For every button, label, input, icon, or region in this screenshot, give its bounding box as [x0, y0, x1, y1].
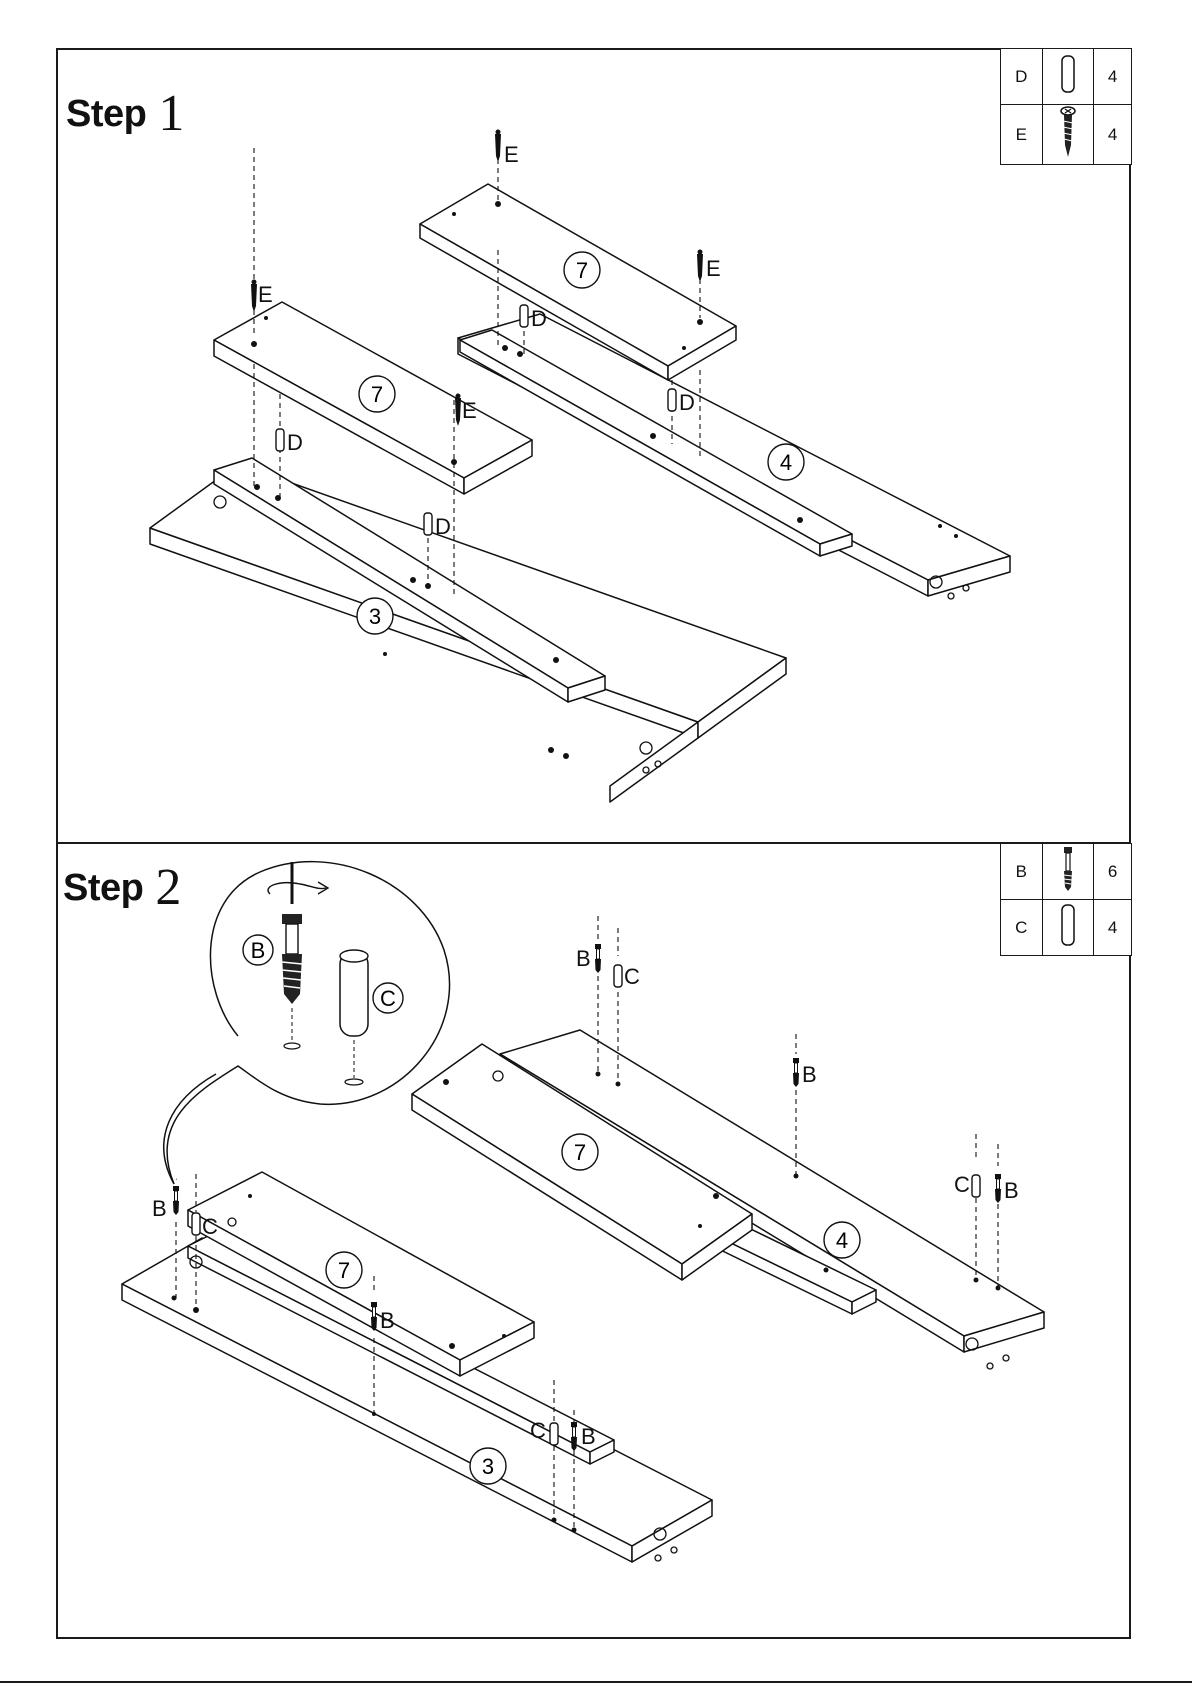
- panel-number: 7: [576, 258, 588, 283]
- callout-dowel: C: [954, 1172, 970, 1197]
- callout-dowel: C: [202, 1214, 218, 1239]
- panel-number: 3: [369, 604, 381, 629]
- callout-dowel: C: [624, 964, 640, 989]
- panel-number: 7: [371, 382, 383, 407]
- callout-bolt: B: [380, 1308, 395, 1333]
- panel-number: 7: [338, 1258, 350, 1283]
- callout-bolt: B: [152, 1196, 167, 1221]
- panel-number: 4: [836, 1228, 848, 1253]
- callout-dowel: D: [531, 306, 547, 331]
- detail-label-bolt: B: [251, 938, 266, 963]
- callout-dowel: D: [679, 390, 695, 415]
- callout-bolt: B: [802, 1062, 817, 1087]
- panel-number: 7: [574, 1140, 586, 1165]
- callout-screw: E: [706, 256, 721, 281]
- callout-bolt: B: [581, 1424, 596, 1449]
- step1-panel-4: [458, 314, 1010, 596]
- callout-dowel: C: [530, 1418, 546, 1443]
- callout-bolt: B: [576, 946, 591, 971]
- detail-label-dowel: C: [380, 986, 396, 1011]
- callout-screw: E: [258, 282, 273, 307]
- callout-dowel: D: [287, 430, 303, 455]
- panel-number: 3: [482, 1454, 494, 1479]
- callout-dowel: D: [435, 514, 451, 539]
- callout-bolt: B: [1004, 1178, 1019, 1203]
- panel-number: 4: [780, 450, 792, 475]
- callout-screw: E: [462, 398, 477, 423]
- callout-screw: E: [504, 142, 519, 167]
- detail-bubble: B C: [164, 862, 450, 1184]
